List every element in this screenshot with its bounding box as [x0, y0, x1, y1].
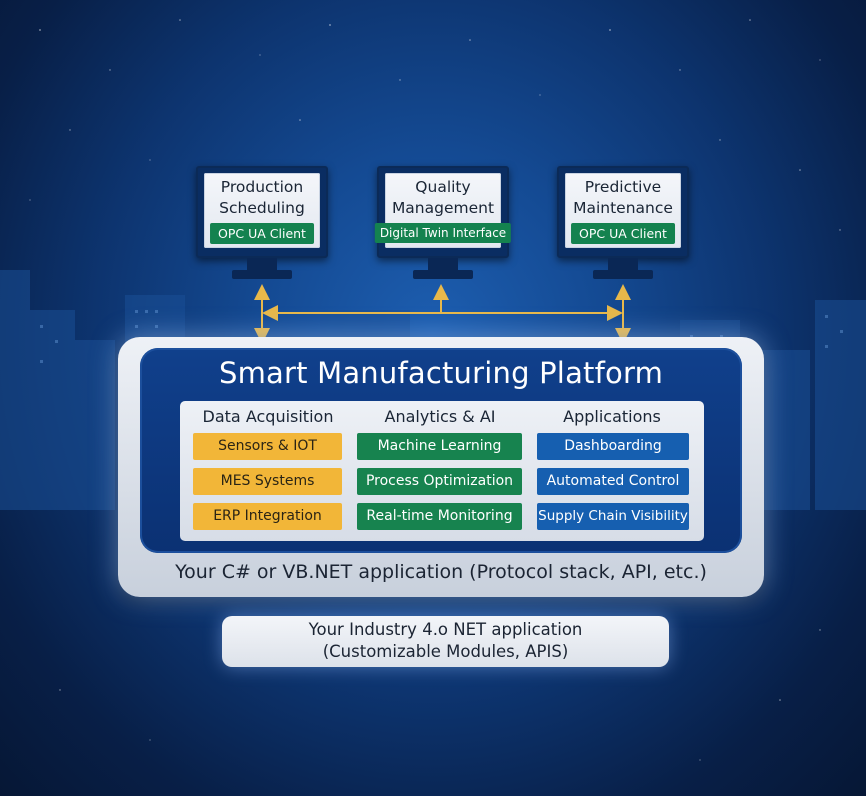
monitor-title-line1: Predictive [584, 178, 662, 196]
monitor-neck [428, 258, 458, 272]
column-heading-data-acquisition: Data Acquisition [202, 407, 334, 426]
monitor-panel: Predictive Maintenance OPC UA Client [565, 173, 681, 248]
platform-title: Smart Manufacturing Platform [218, 356, 664, 390]
monitor-screen: Predictive Maintenance OPC UA Client [557, 166, 689, 258]
module-supply-chain-visibility: Supply Chain Visibility [537, 503, 689, 530]
monitor-base [232, 270, 292, 279]
monitor-predictive-maintenance: Predictive Maintenance OPC UA Client [557, 166, 689, 290]
opc-ua-client-tag: OPC UA Client [571, 223, 675, 244]
digital-twin-interface-tag: Digital Twin Interface [374, 223, 512, 243]
column-heading-applications: Applications [563, 407, 661, 426]
monitor-base [593, 270, 653, 279]
module-sensors-iot: Sensors & IOT [193, 433, 342, 460]
platform-footer-text: Your C# or VB.NET application (Protocol … [175, 561, 707, 583]
opc-ua-client-tag: OPC UA Client [210, 223, 314, 244]
industry-app-line1: Your Industry 4.o NET application [308, 620, 583, 639]
monitor-title-line2: Maintenance [573, 199, 673, 217]
monitor-quality-management: Quality Management Digital Twin Interfac… [374, 166, 512, 290]
monitor-screen: Production Scheduling OPC UA Client [196, 166, 328, 258]
monitor-production-scheduling: Production Scheduling OPC UA Client [196, 166, 328, 290]
module-process-optimization: Process Optimization [357, 468, 522, 495]
module-mes-systems: MES Systems [193, 468, 342, 495]
module-dashboarding: Dashboarding [537, 433, 689, 460]
monitor-title: Predictive Maintenance [565, 177, 681, 219]
monitor-panel: Production Scheduling OPC UA Client [204, 173, 320, 248]
monitor-title: Production Scheduling [204, 177, 320, 219]
monitor-title-line1: Production [220, 178, 304, 196]
monitor-title-line1: Quality [415, 178, 471, 196]
monitor-screen: Quality Management Digital Twin Interfac… [374, 166, 512, 258]
monitor-title: Quality Management [385, 177, 501, 219]
module-automated-control: Automated Control [537, 468, 689, 495]
monitor-base [413, 270, 473, 279]
module-machine-learning: Machine Learning [357, 433, 522, 460]
monitor-neck [608, 258, 638, 272]
monitor-neck [247, 258, 277, 272]
industry-app-box [222, 616, 669, 667]
industry-app-line2: (Customizable Modules, APIS) [322, 642, 569, 661]
monitor-title-line2: Management [391, 199, 495, 217]
column-heading-analytics-ai: Analytics & AI [384, 407, 496, 426]
monitor-title-line2: Scheduling [219, 199, 305, 217]
module-realtime-monitoring: Real-time Monitoring [357, 503, 522, 530]
monitor-panel: Quality Management Digital Twin Interfac… [374, 173, 512, 248]
module-erp-integration: ERP Integration [193, 503, 342, 530]
